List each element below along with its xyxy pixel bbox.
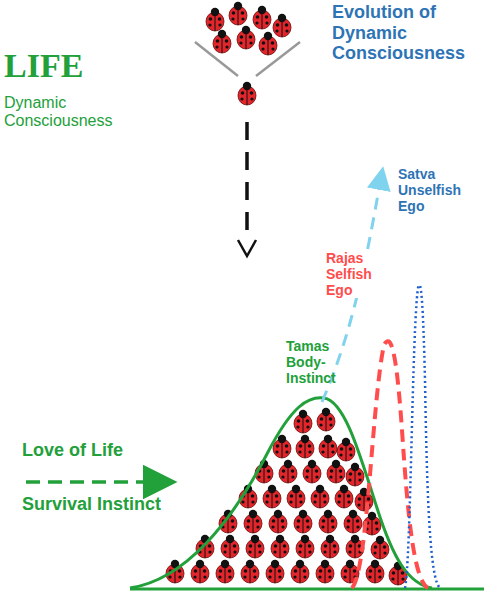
funnel bbox=[195, 42, 300, 76]
love-label: Love of Life bbox=[22, 440, 182, 461]
satva-label: Satva Unselfish Ego bbox=[398, 166, 468, 214]
survival-label: Survival Instinct bbox=[22, 494, 192, 515]
evolution-arrow bbox=[322, 178, 381, 402]
evolution-label: Evolution of Dynamic Consciousness bbox=[332, 2, 480, 64]
single-ladybug bbox=[238, 82, 256, 105]
satva-curve bbox=[405, 285, 440, 588]
ladybug-cluster bbox=[206, 2, 291, 55]
subtitle-text: Dynamic Consciousness bbox=[4, 94, 114, 131]
ladybug-population bbox=[166, 408, 407, 585]
down-arrow bbox=[245, 122, 249, 240]
rajas-label: Rajas Selfish Ego bbox=[325, 250, 381, 298]
title-text: LIFE bbox=[4, 46, 114, 85]
tamas-curve bbox=[130, 398, 432, 588]
tamas-label: Tamas Body-Instinct bbox=[286, 338, 348, 386]
rajas-curve bbox=[352, 341, 428, 588]
survival-arrow bbox=[26, 480, 160, 484]
down-arrow-head bbox=[238, 240, 256, 256]
